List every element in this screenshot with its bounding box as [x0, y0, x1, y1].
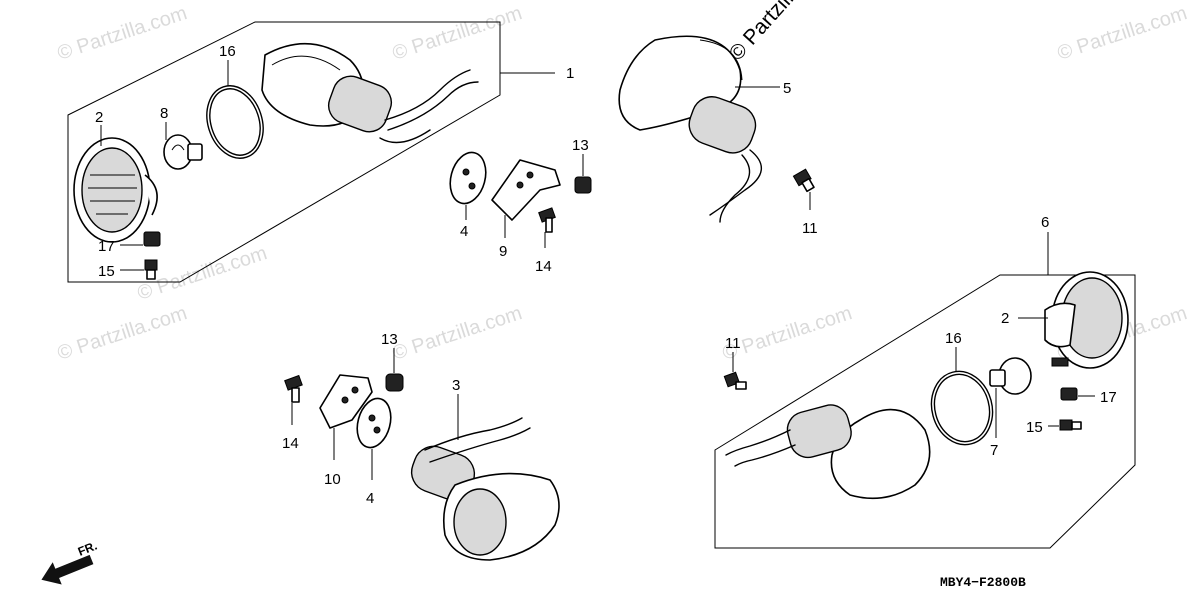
part-number-label: 16: [219, 43, 236, 60]
nut-part: [385, 373, 404, 392]
bolt-part: [723, 371, 747, 390]
bulb-part: [989, 357, 1032, 395]
watermark-text: © Partzilla.com: [55, 2, 190, 65]
watermark-text: © Partzilla.com: [1055, 2, 1190, 65]
ring-part-inner: [933, 373, 991, 443]
part-number-label: 17: [98, 238, 115, 255]
bulb-part: [163, 134, 203, 170]
part-number-label: 10: [324, 471, 341, 488]
screw-part: [144, 259, 158, 280]
ring-part: [930, 370, 994, 446]
part-number-label: 13: [381, 331, 398, 348]
part-number-label: 8: [160, 105, 168, 122]
bracket-part: [491, 159, 561, 221]
part-number-label: 5: [783, 80, 791, 97]
part-number-label: 2: [95, 109, 103, 126]
part-number-label: 6: [1041, 214, 1049, 231]
watermark-main: © Partzilla.: [725, 0, 810, 65]
part-number-label: 15: [98, 263, 115, 280]
part-number-label: 2: [1001, 310, 1009, 327]
front-label: FR.: [76, 539, 99, 559]
gasket-part: [449, 151, 487, 205]
housing-part: [261, 42, 479, 144]
part-number-label: 14: [535, 258, 552, 275]
diagram-code: MBY4−F2800B: [940, 575, 1026, 590]
gasket-part: [356, 397, 392, 449]
clip-part: [143, 231, 161, 247]
watermark-text: © Partzilla.com: [720, 302, 855, 365]
bolt-part: [792, 168, 815, 193]
part-number-label: 9: [499, 243, 507, 260]
signal-part: [410, 417, 560, 561]
housing-part: [725, 404, 931, 500]
bracket-part: [319, 374, 373, 429]
front-direction-arrow: [41, 554, 94, 585]
screw-part: [1059, 419, 1082, 431]
part-number-label: 3: [452, 377, 460, 394]
watermark-text: © Partzilla.com: [390, 2, 525, 65]
lens-part: [1044, 271, 1129, 369]
assembly-frame-6: [714, 274, 1136, 549]
clip-part: [1060, 387, 1078, 401]
ring-part: [206, 85, 264, 159]
watermark-text: © Partzilla.com: [390, 302, 525, 365]
part-number-label: 16: [945, 330, 962, 347]
part-number-label: 1: [566, 65, 574, 82]
part-number-label: 11: [725, 335, 741, 352]
lens-part: [73, 137, 158, 243]
bolt-part: [284, 374, 303, 403]
bolt-part: [538, 207, 556, 233]
assembly-frame-1: [67, 21, 501, 283]
part-number-label: 11: [802, 220, 818, 237]
part-number-label: 17: [1100, 389, 1117, 406]
nut-part: [574, 176, 592, 194]
part-number-label: 4: [366, 490, 374, 507]
part-number-label: 4: [460, 223, 468, 240]
watermark-text: © Partzilla.com: [55, 302, 190, 365]
ring-part-inner: [209, 88, 261, 156]
part-number-label: 15: [1026, 419, 1043, 436]
part-number-label: 13: [572, 137, 589, 154]
signal-part: [618, 35, 762, 223]
part-number-label: 7: [990, 442, 998, 459]
part-number-label: 14: [282, 435, 299, 452]
